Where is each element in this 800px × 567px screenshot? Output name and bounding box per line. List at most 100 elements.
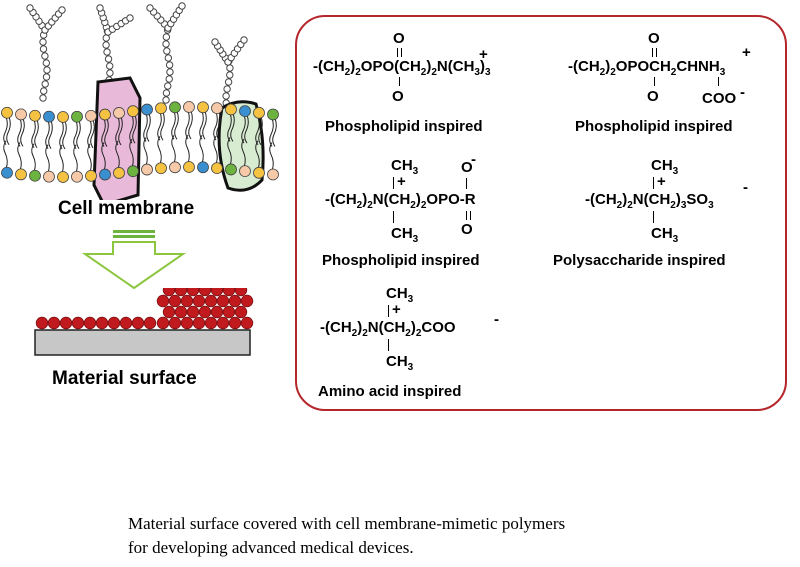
glycan-bead xyxy=(58,6,66,14)
polymer-bead xyxy=(162,305,176,319)
polymer-bead xyxy=(180,316,194,330)
lipid-tail xyxy=(269,142,274,171)
glycan-bead xyxy=(104,55,113,63)
glycan-bead xyxy=(211,38,219,46)
lipid-head xyxy=(267,168,279,181)
lipid-tail xyxy=(101,118,106,147)
lipid-tail xyxy=(76,120,81,150)
lipid-tail xyxy=(17,118,22,147)
lipid-head xyxy=(127,165,139,178)
lipid-tail xyxy=(132,115,137,144)
polymer-bead xyxy=(174,288,188,297)
lipid-tail xyxy=(171,111,176,140)
glycan-bead xyxy=(102,41,110,49)
lipid-head xyxy=(99,168,111,181)
lipid-head xyxy=(29,169,41,182)
polymer-bead xyxy=(168,294,182,308)
cell-membrane-illustration xyxy=(1,2,279,200)
lipid-head xyxy=(253,166,265,179)
lipid-head xyxy=(85,109,97,122)
lipid-tail xyxy=(255,140,260,170)
lipid-head xyxy=(225,163,237,176)
glycan-bead xyxy=(166,68,174,76)
lipid-head xyxy=(197,101,209,114)
lipid-tail xyxy=(48,120,53,149)
lipid-tail xyxy=(62,120,67,150)
lipid-head xyxy=(113,107,125,119)
lipid-head xyxy=(239,165,251,177)
lipid-tail xyxy=(258,116,263,146)
lipid-tail xyxy=(17,142,22,171)
lipid-tail xyxy=(143,137,148,166)
polymer-bead xyxy=(71,316,85,330)
caption-line-1: Material surface covered with cell membr… xyxy=(128,514,566,533)
structure-2-label: Phospholipid inspired xyxy=(575,118,733,135)
lipid-tail xyxy=(216,111,221,141)
lipid-tail xyxy=(227,137,232,166)
polymer-bead xyxy=(186,288,200,297)
polymer-bead xyxy=(119,316,133,330)
glycan-bead xyxy=(42,73,51,81)
polymer-bead xyxy=(234,305,248,319)
glycan-bead xyxy=(146,4,154,12)
lipid-tail xyxy=(34,119,39,149)
structure-3-label: Phospholipid inspired xyxy=(322,252,480,269)
lipid-tail xyxy=(31,119,36,149)
polymer-bead xyxy=(168,316,182,330)
lipid-head xyxy=(155,102,167,115)
lipid-head xyxy=(1,106,13,119)
lipid-tail xyxy=(129,115,134,144)
polymer-bead xyxy=(180,294,194,308)
polymer-bead xyxy=(143,316,157,330)
lipid-tail xyxy=(3,116,8,146)
lipid-head xyxy=(113,167,125,179)
lipid-head xyxy=(141,103,153,116)
polymer-bead xyxy=(198,305,212,319)
glycan-bead xyxy=(96,4,104,12)
polymer-bead xyxy=(240,294,254,308)
glycan-bead xyxy=(42,59,51,67)
polymer-bead xyxy=(216,316,230,330)
lipid-tail xyxy=(101,142,106,171)
lipid-tail xyxy=(115,116,120,146)
glycan-bead xyxy=(165,75,173,83)
glycan-bead xyxy=(102,34,110,42)
lipid-tail xyxy=(185,110,190,140)
glycan-bead xyxy=(26,4,34,12)
lipid-head xyxy=(267,108,279,121)
lipid-tail xyxy=(73,120,78,150)
glycan-bead xyxy=(162,33,171,41)
lipid-head xyxy=(15,168,27,181)
glycan-bead xyxy=(39,38,47,46)
glycan-bead xyxy=(126,14,134,22)
glycan-bead xyxy=(164,54,173,62)
glycan-bead xyxy=(178,2,186,10)
lipid-head xyxy=(239,105,251,117)
lipid-head xyxy=(169,161,181,174)
lipid-tail xyxy=(115,140,120,170)
figure-caption: Material surface covered with cell membr… xyxy=(128,512,768,560)
lipid-tail xyxy=(45,144,50,173)
glycan-bead xyxy=(162,96,170,104)
glycan-bead xyxy=(226,64,234,72)
polymer-bead xyxy=(204,316,218,330)
polymer-bead xyxy=(228,294,242,308)
lipid-tail xyxy=(160,112,165,141)
lipid-head xyxy=(71,110,83,123)
caption-line-2: for developing advanced medical devices. xyxy=(128,538,414,557)
lipid-head xyxy=(43,170,55,183)
substrate xyxy=(34,329,251,356)
lipid-tail xyxy=(118,116,123,146)
lipid-tail xyxy=(45,120,50,149)
glycan-bead xyxy=(162,40,170,48)
lipid-head xyxy=(169,101,181,114)
glycan-bead xyxy=(39,94,47,102)
lipid-tail xyxy=(90,119,95,149)
lipid-tail xyxy=(188,110,193,140)
lipid-tail xyxy=(87,143,92,173)
glycan-bead xyxy=(163,47,171,55)
lipid-head xyxy=(155,162,167,175)
material-surface-illustration xyxy=(34,288,254,356)
lipid-tail xyxy=(227,113,232,142)
lipid-head xyxy=(127,105,139,118)
